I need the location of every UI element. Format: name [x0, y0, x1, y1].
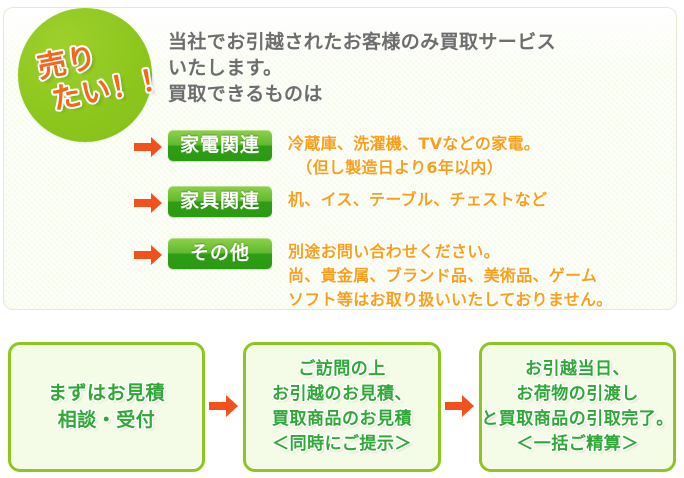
- arrow-right-icon: [132, 133, 164, 161]
- flow-step-1: まずはお見積 相談・受付: [8, 342, 205, 472]
- category-row-appliances: 家電関連 冷蔵庫、洗濯機、TVなどの家電。 （但し製造日より6年以内）: [132, 130, 540, 180]
- category-tag-other[interactable]: その他: [168, 238, 272, 269]
- sell-badge-text: 売り たい！！: [6, 0, 174, 154]
- arrow-right-icon: [132, 241, 164, 269]
- category-row-other: その他 別途お問い合わせください。 尚、貴金属、ブランド品、美術品、ゲーム ソフ…: [132, 238, 613, 312]
- category-row-furniture: 家具関連 机、イス、テーブル、チェストなど: [132, 186, 547, 217]
- sell-badge: 売り たい！！: [18, 8, 173, 142]
- arrow-right-icon: [132, 189, 164, 217]
- flow-step-1-text: まずはお見積 相談・受付: [47, 382, 165, 431]
- panel-headline: 当社でお引越されたお客様のみ買取サービス いたします。 買取できるものは: [168, 31, 557, 105]
- category-tag-appliances[interactable]: 家電関連: [168, 130, 272, 161]
- flow-step-2: ご訪問の上 お引越のお見積、 買取商品のお見積 ＜同時にご提示＞: [243, 342, 441, 472]
- flow-step-2-text: ご訪問の上 お引越のお見積、 買取商品のお見積 ＜同時にご提示＞: [272, 359, 412, 454]
- category-desc-furniture: 机、イス、テーブル、チェストなど: [288, 190, 548, 209]
- arrow-right-icon: [444, 391, 476, 421]
- process-flow: まずはお見積 相談・受付 ご訪問の上 お引越のお見積、 買取商品のお見積 ＜同時…: [0, 335, 684, 478]
- flow-step-3-text: お引越当日、 お荷物の引渡し と買取商品の引取完了。 ＜一括ご精算＞: [481, 359, 674, 454]
- category-tag-furniture[interactable]: 家具関連: [168, 186, 272, 217]
- category-desc-other: 別途お問い合わせください。 尚、貴金属、ブランド品、美術品、ゲーム ソフト等はお…: [288, 242, 613, 309]
- category-desc-appliances: 冷蔵庫、洗濯機、TVなどの家電。 （但し製造日より6年以内）: [288, 134, 541, 177]
- arrow-right-icon: [208, 391, 240, 421]
- flow-step-3: お引越当日、 お荷物の引渡し と買取商品の引取完了。 ＜一括ご精算＞: [479, 342, 676, 472]
